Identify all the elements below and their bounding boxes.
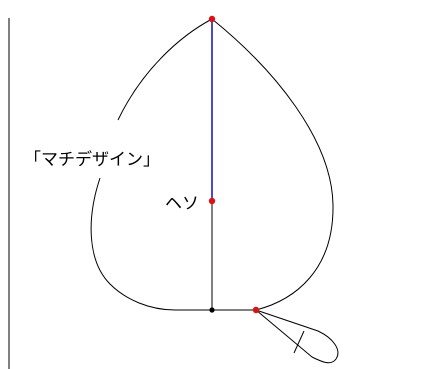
tab-point (252, 306, 260, 314)
top-point (208, 15, 216, 23)
heso-point (208, 197, 216, 205)
outline-left-lower (90, 177, 176, 311)
outline-right (211, 18, 334, 311)
bottom-center-point (209, 307, 215, 313)
tab-crease-line (293, 330, 305, 354)
heso-label: ヘソ (165, 194, 199, 214)
outline-left-upper (117, 18, 213, 121)
machi-design-label: 「マチデザイン」 (24, 150, 160, 170)
tab-shape (255, 309, 339, 364)
